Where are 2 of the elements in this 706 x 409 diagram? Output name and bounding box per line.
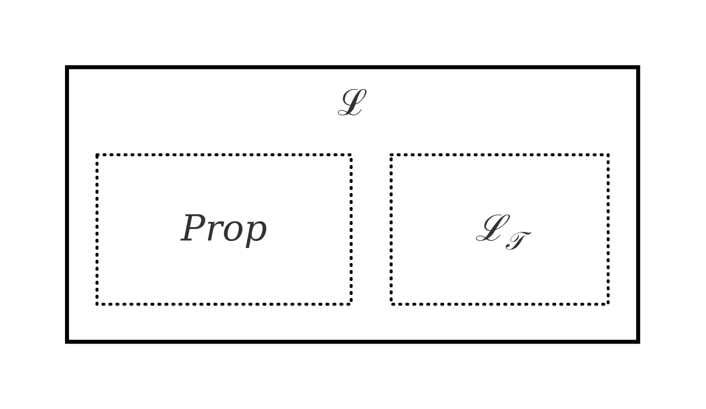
node-box: ℒ$_{𝒯}$ xyxy=(390,153,610,306)
node-box: Prop xyxy=(96,153,354,306)
